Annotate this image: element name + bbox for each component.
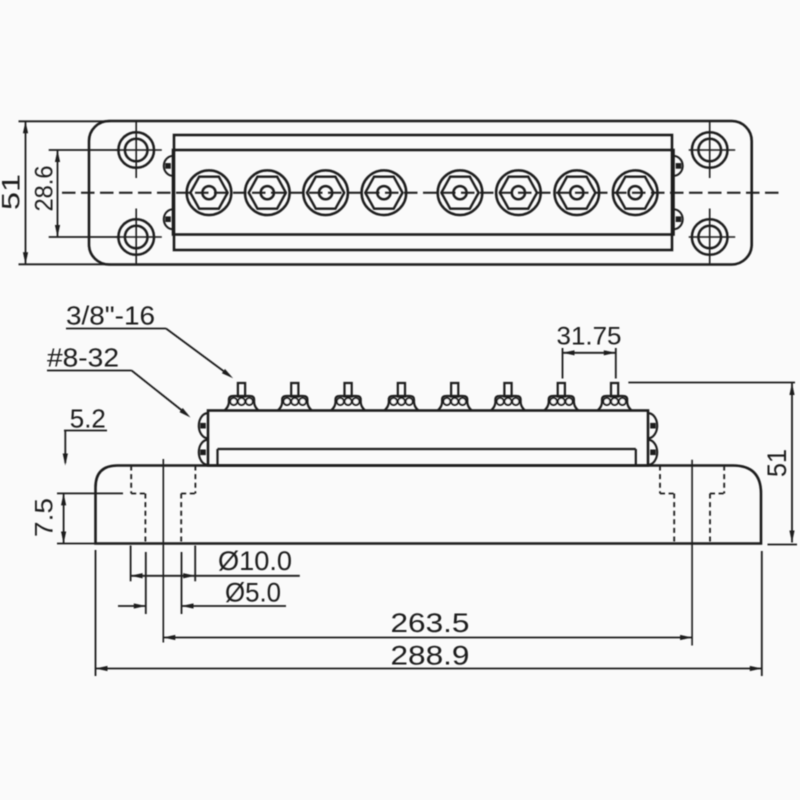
svg-text:28.6: 28.6 bbox=[31, 166, 59, 212]
svg-text:5.2: 5.2 bbox=[70, 404, 106, 434]
svg-text:288.9: 288.9 bbox=[391, 641, 470, 671]
svg-text:3/8"-16: 3/8"-16 bbox=[66, 301, 155, 331]
svg-text:31.75: 31.75 bbox=[557, 323, 622, 351]
svg-text:Ø5.0: Ø5.0 bbox=[225, 578, 281, 608]
svg-text:#8-32: #8-32 bbox=[47, 343, 119, 373]
svg-text:51: 51 bbox=[762, 449, 792, 477]
svg-text:51: 51 bbox=[0, 174, 26, 210]
svg-text:7.5: 7.5 bbox=[31, 498, 59, 537]
svg-text:Ø10.0: Ø10.0 bbox=[218, 546, 292, 576]
svg-text:263.5: 263.5 bbox=[391, 608, 470, 638]
